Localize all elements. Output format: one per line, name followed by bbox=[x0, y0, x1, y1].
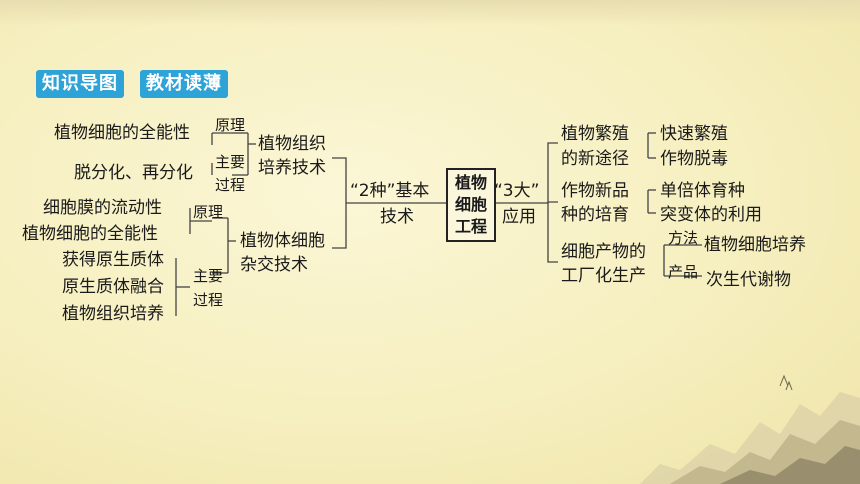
tissue-principle: 植物细胞的全能性 bbox=[54, 123, 190, 143]
app2-item2: 突变体的利用 bbox=[660, 205, 762, 225]
app2-line2: 种的培育 bbox=[561, 205, 629, 225]
left-link-label-a: “2种”基本 bbox=[350, 181, 430, 201]
textbook-badge: 教材读薄 bbox=[140, 70, 228, 98]
app3-line2: 工厂化生产 bbox=[561, 266, 646, 286]
hybrid-principle-2: 植物细胞的全能性 bbox=[22, 224, 158, 244]
hybrid-process-2: 原生质体融合 bbox=[62, 277, 164, 297]
right-link-label-a: “3大” bbox=[494, 181, 540, 201]
hybrid-principle-1: 细胞膜的流动性 bbox=[43, 198, 162, 218]
app3-line1: 细胞产物的 bbox=[561, 242, 646, 262]
app3-item2: 次生代谢物 bbox=[706, 270, 791, 290]
app1-item2: 作物脱毒 bbox=[660, 149, 728, 169]
hybrid-process-tag-2: 过程 bbox=[193, 291, 224, 309]
hybridization-name-2: 杂交技术 bbox=[240, 255, 308, 275]
mountain-landscape-decoration bbox=[640, 374, 860, 484]
top-band bbox=[0, 0, 860, 26]
app1-line1: 植物繁殖 bbox=[561, 124, 629, 144]
tissue-culture-name-1: 植物组织 bbox=[258, 134, 326, 154]
app3-item1: 植物细胞培养 bbox=[704, 235, 806, 255]
app2-line1: 作物新品 bbox=[561, 181, 629, 201]
tissue-process-tag-2: 过程 bbox=[215, 176, 246, 194]
app1-line2: 的新途径 bbox=[561, 149, 629, 169]
knowledge-map-badge: 知识导图 bbox=[36, 70, 124, 98]
hybrid-principle-tag: 原理 bbox=[193, 203, 224, 221]
right-link-label-b: 应用 bbox=[502, 207, 536, 227]
hybrid-process-tag-1: 主要 bbox=[193, 267, 224, 285]
app3-tag2: 产品 bbox=[668, 263, 699, 281]
tissue-culture-name-2: 培养技术 bbox=[258, 158, 326, 178]
app2-item1: 单倍体育种 bbox=[660, 181, 745, 201]
hybrid-process-1: 获得原生质体 bbox=[62, 250, 164, 270]
tissue-process: 脱分化、再分化 bbox=[74, 163, 193, 183]
hybridization-name-1: 植物体细胞 bbox=[240, 231, 325, 251]
tissue-principle-tag: 原理 bbox=[215, 116, 246, 134]
center-topic: 植物细胞工程 bbox=[446, 168, 496, 242]
hybrid-process-3: 植物组织培养 bbox=[62, 304, 164, 324]
app3-tag1: 方法 bbox=[668, 229, 699, 247]
left-link-label-b: 技术 bbox=[380, 207, 414, 227]
tissue-process-tag-1: 主要 bbox=[215, 153, 246, 171]
app1-item1: 快速繁殖 bbox=[660, 124, 728, 144]
